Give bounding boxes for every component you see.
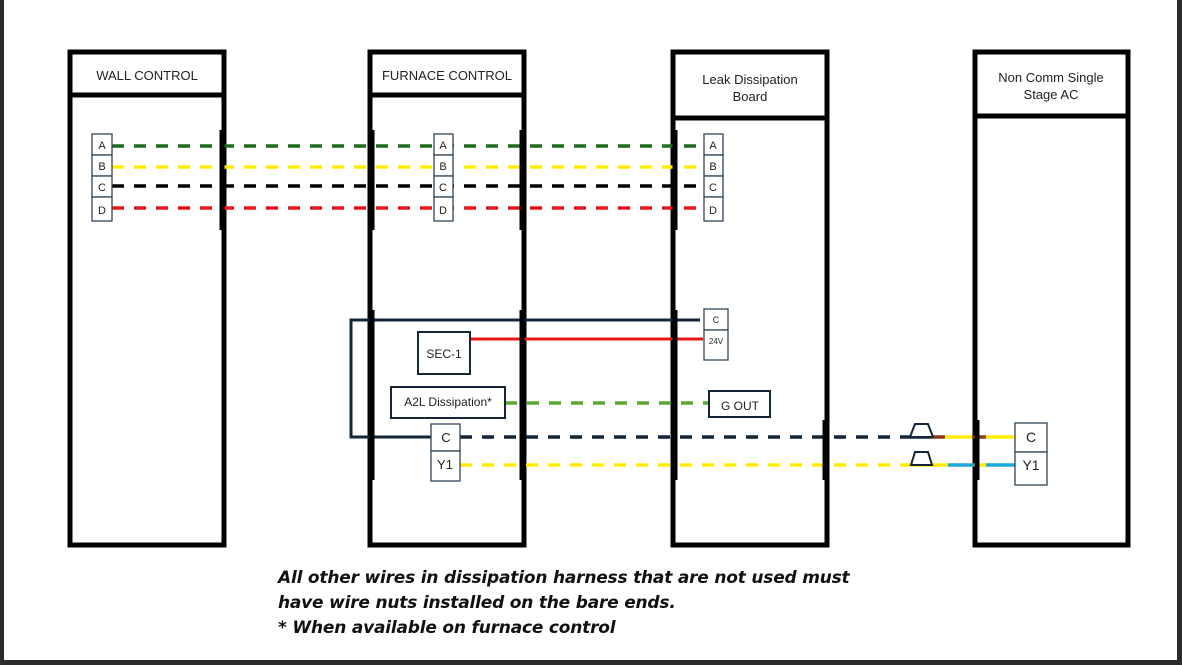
wall-terminal-a: A xyxy=(98,140,106,152)
furnace-terminal-c: C xyxy=(439,182,447,194)
furnace-terminal-a: A xyxy=(439,140,447,152)
furnace-terminal-d: D xyxy=(439,205,447,217)
sec1-box: SEC-1 xyxy=(417,331,471,375)
abcd-wires xyxy=(112,144,703,210)
leak-terminal-c-power: C xyxy=(713,315,720,325)
non-comm-ac-box: Non Comm Single Stage AC xyxy=(972,49,1131,548)
furnace-terminal-block xyxy=(433,133,454,222)
installation-note: All other wires in dissipation harness t… xyxy=(278,566,850,641)
ac-title-line2: Stage AC xyxy=(1024,87,1079,102)
wall-terminal-block xyxy=(91,133,113,222)
furnace-terminal-b: B xyxy=(439,161,446,173)
wire-nut-c-icon xyxy=(908,423,935,438)
leak-terminal-c: C xyxy=(709,182,717,194)
furnace-terminal-y1: Y1 xyxy=(437,457,453,472)
leak-board-title-line2: Board xyxy=(733,89,768,104)
g-out-box: G OUT xyxy=(708,390,771,418)
wall-terminal-d: D xyxy=(98,205,106,217)
diagram-page: WALL CONTROL FURNACE CONTROL Leak Dissip… xyxy=(4,0,1177,660)
leak-terminal-24v: 24V xyxy=(709,337,724,346)
note-line-2: have wire nuts installed on the bare end… xyxy=(278,593,676,613)
wall-terminal-b: B xyxy=(98,161,105,173)
furnace-control-box: FURNACE CONTROL xyxy=(367,49,527,548)
a2l-label: A2L Dissipation* xyxy=(404,395,492,409)
leak-dissipation-board-box: Leak Dissipation Board xyxy=(670,49,830,548)
leak-board-title-line1: Leak Dissipation xyxy=(702,72,797,87)
note-line-1: All other wires in dissipation harness t… xyxy=(278,568,850,588)
ac-terminal-block: C Y1 xyxy=(1014,422,1048,486)
ac-title-line1: Non Comm Single xyxy=(998,70,1104,85)
leak-terminal-block xyxy=(703,133,724,222)
furnace-cy1-terminal-block: C Y1 xyxy=(430,423,461,482)
leak-power-terminal-block: C 24V xyxy=(703,308,729,361)
a2l-dissipation-box: A2L Dissipation* xyxy=(390,386,506,419)
wire-c-common xyxy=(349,318,700,439)
furnace-control-title: FURNACE CONTROL xyxy=(382,68,512,83)
leak-terminal-a: A xyxy=(709,140,717,152)
sec1-label: SEC-1 xyxy=(426,347,462,361)
ac-terminal-c: C xyxy=(1026,429,1036,445)
leak-terminal-b: B xyxy=(709,161,716,173)
wall-terminal-c: C xyxy=(98,182,106,194)
g-out-label: G OUT xyxy=(721,399,760,413)
ac-terminal-y1: Y1 xyxy=(1022,457,1039,473)
wire-nut-y1-icon xyxy=(909,451,934,466)
leak-terminal-d: D xyxy=(709,205,717,217)
note-line-3: * When available on furnace control xyxy=(278,618,616,638)
box-edges-overlay xyxy=(219,130,980,480)
wall-control-box: WALL CONTROL xyxy=(67,49,227,548)
wall-control-title: WALL CONTROL xyxy=(96,68,198,83)
furnace-terminal-c-lower: C xyxy=(441,430,450,445)
